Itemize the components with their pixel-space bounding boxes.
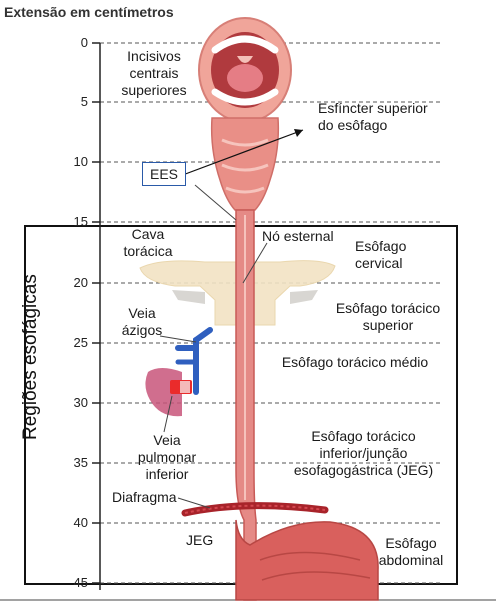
- label-sternal-notch: Nó esternal: [262, 228, 334, 244]
- lower-teeth: [211, 88, 279, 106]
- tick-40: 40: [73, 515, 88, 530]
- stomach-folds: [259, 551, 371, 581]
- label-pulmonary-vein: Veia pulmonar inferior: [137, 432, 197, 482]
- tongue: [227, 64, 263, 92]
- esophageal-regions-title: Regiões esofágicas: [20, 274, 41, 440]
- tick-15: 15: [73, 214, 88, 229]
- diaphragm-texture: [184, 504, 326, 514]
- label-ues: Esfíncter superior do esôfago: [318, 100, 428, 133]
- label-diaphragm: Diafragma: [112, 489, 177, 505]
- tick-45: 45: [73, 575, 88, 590]
- tick-35: 35: [73, 455, 88, 470]
- label-cervical: Esôfago cervical: [355, 238, 407, 271]
- rib-right: [290, 290, 318, 304]
- label-incisors: Incisivos centrais superiores: [121, 48, 187, 98]
- ees-pointer-line: [194, 184, 237, 221]
- level-lines: [100, 42, 440, 584]
- uvula: [237, 56, 253, 63]
- label-upper-thoracic: Esôfago torácico superior: [335, 300, 441, 333]
- tick-5: 5: [80, 94, 88, 109]
- label-thoracic-cava: Cava torácica: [123, 226, 173, 259]
- azygos-pointer: [159, 335, 197, 343]
- diaphragm-pointer: [177, 497, 211, 509]
- pulm-vein-pointer: [163, 395, 173, 433]
- tick-10: 10: [73, 154, 88, 169]
- pharynx: [210, 117, 280, 211]
- label-azygos: Veia ázigos: [121, 305, 163, 338]
- label-abdominal: Esôfago abdominal: [378, 535, 444, 568]
- measurement-axis: [92, 42, 101, 590]
- label-jeg: JEG: [186, 532, 214, 548]
- ues-pointer-line: [179, 129, 304, 177]
- label-mid-thoracic: Esôfago torácico médio: [281, 354, 429, 370]
- chart-title: Extensão em centímetros: [4, 4, 174, 20]
- tick-20: 20: [73, 275, 88, 290]
- tick-30: 30: [73, 395, 88, 410]
- sternal-notch-pointer: [242, 242, 268, 284]
- stomach: [235, 519, 379, 601]
- label-lower-thoracic: Esôfago torácico inferior/junção esofago…: [293, 428, 434, 478]
- tick-0: 0: [80, 35, 88, 50]
- upper-teeth: [211, 35, 279, 54]
- tick-25: 25: [73, 335, 88, 350]
- cartilage-rings: [221, 138, 269, 194]
- rib-left: [172, 290, 205, 304]
- label-ees: EES: [142, 162, 186, 186]
